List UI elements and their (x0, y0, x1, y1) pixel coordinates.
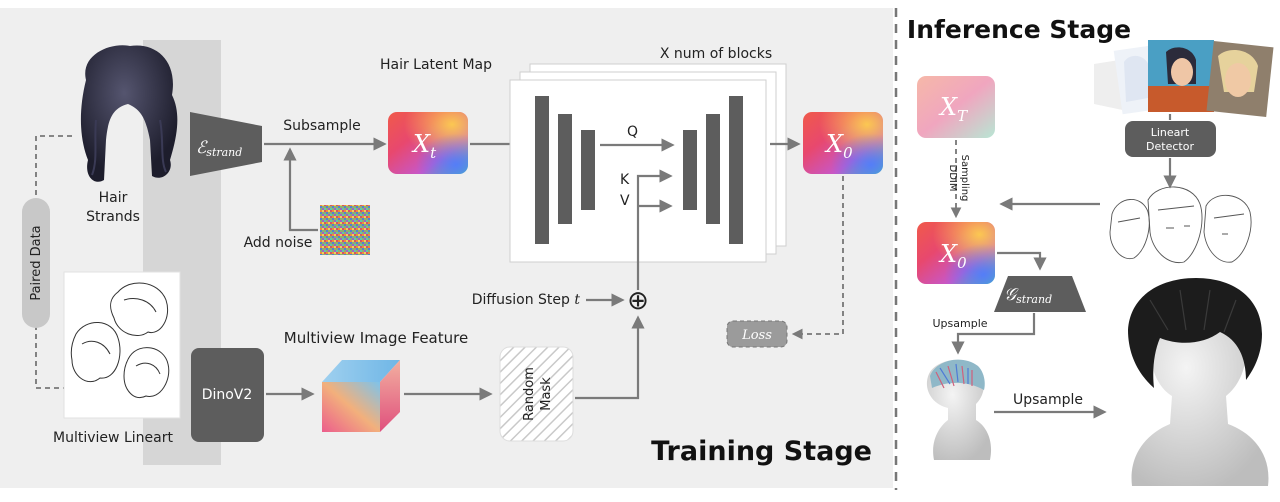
hair-strands-image (80, 45, 178, 182)
encoder-strand-block (190, 112, 262, 176)
decoder-symbol: 𝒢strand (1004, 285, 1052, 306)
training-stage-title: Training Stage (651, 436, 872, 467)
loss-label: Loss (741, 328, 772, 343)
x0-symbol: X0 (824, 130, 853, 162)
x-blocks-label: X num of blocks (660, 46, 772, 62)
inference-x0-block (917, 222, 995, 284)
xT-faded-block (917, 76, 995, 138)
dinov2-label: DinoV2 (202, 387, 253, 403)
lineart-detector-label-line1: Lineart (1151, 126, 1190, 139)
hair-strands-label-line1: Hair (99, 190, 128, 206)
unet-blocks (535, 96, 743, 244)
xT-symbol: XT (938, 93, 968, 125)
inference-stage-title: Inference Stage (907, 15, 1131, 44)
v-label: V (620, 193, 630, 209)
q-label: Q (627, 124, 638, 140)
lineart-portraits-image (1109, 186, 1252, 264)
multiview-lineart-label: Multiview Lineart (53, 430, 173, 446)
upsample-small-label: Upsample (932, 317, 987, 330)
paired-data-pill (22, 198, 50, 328)
mask-to-plus-arrow (575, 315, 645, 400)
xt-symbol: Xt (411, 130, 437, 162)
final-hair-result-image (1128, 278, 1269, 486)
k-label: K (620, 172, 630, 188)
decoder-to-small-hair-arrow (951, 313, 1036, 355)
plus-operator: ⊕ (627, 286, 649, 316)
hair-strands-label-line2: Strands (86, 209, 140, 225)
add-noise-label: Add noise (244, 235, 313, 251)
hair-latent-map-label: Hair Latent Map (380, 57, 492, 73)
upsample-big-label: Upsample (1013, 392, 1083, 408)
ddim-label-line2: Sampling (959, 155, 970, 202)
multiview-lineart-image (63, 271, 181, 419)
xt-latent-block (388, 112, 468, 174)
decoder-strand-block (994, 276, 1086, 312)
random-mask-label-line2: Mask (539, 377, 554, 411)
anime-portraits-image (1094, 40, 1274, 117)
dinov2-block (191, 348, 264, 442)
loss-box (726, 320, 788, 348)
feature-cube (322, 360, 400, 432)
lineart-sketches (70, 282, 170, 398)
ddim-label-line1: DDIM (947, 165, 958, 192)
k-arrow (636, 169, 673, 290)
x0-to-decoder-arrow (997, 251, 1047, 271)
coarse-hair-result-image (926, 359, 992, 460)
random-mask-block (499, 346, 574, 442)
random-mask-label-line1: Random (522, 367, 537, 421)
lineart-detector-block (1125, 121, 1216, 157)
paired-data-label: Paired Data (29, 225, 44, 300)
diffusion-step-label: Diffusion Step t (472, 292, 581, 308)
encoder-symbol: ℰstrand (196, 138, 242, 159)
add-noise-arrow (283, 147, 318, 232)
multiview-feature-label: Multiview Image Feature (284, 329, 468, 347)
lineart-detector-label-line2: Detector (1146, 140, 1194, 153)
noise-image (320, 205, 370, 255)
inference-x0-symbol: X0 (938, 240, 967, 272)
x0-latent-block (803, 112, 883, 174)
subsample-label: Subsample (283, 118, 361, 134)
loss-arrow (791, 176, 844, 340)
